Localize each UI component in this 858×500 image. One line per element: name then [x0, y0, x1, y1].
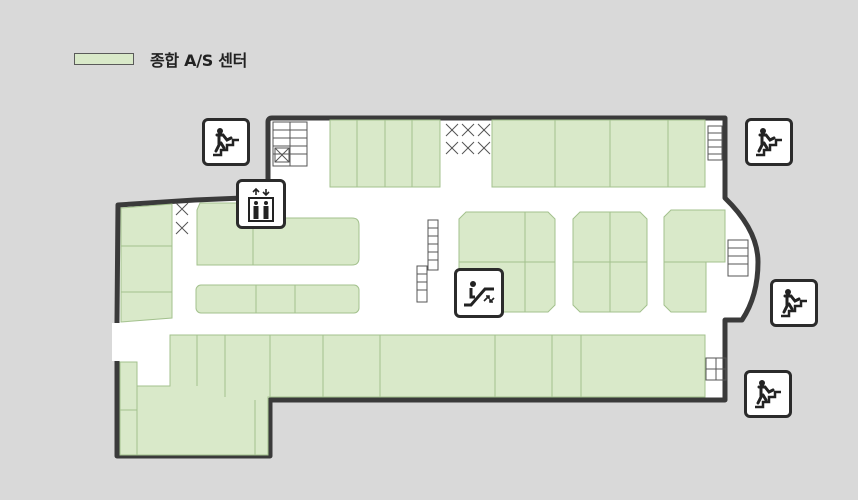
stairs-icon-1[interactable]: [202, 118, 250, 166]
escalator-icon: [464, 281, 495, 307]
stairs-icon: [755, 380, 781, 409]
legend-swatch: [74, 53, 134, 65]
escalator-icon-1[interactable]: [454, 268, 504, 318]
legend-label: 종합 A/S 센터: [150, 51, 248, 70]
stairs-icon-3[interactable]: [770, 279, 818, 327]
stairs-icon: [781, 289, 807, 318]
stairs-icon-4[interactable]: [744, 370, 792, 418]
store-block-top-right[interactable]: [491, 119, 706, 188]
left-entrance: [112, 323, 122, 361]
store-block-mid-lower[interactable]: [195, 284, 360, 314]
legend: 종합 A/S 센터: [74, 47, 247, 71]
store-block-bottom[interactable]: [119, 334, 706, 456]
store-zones: [119, 119, 726, 456]
stairs-icon: [756, 128, 782, 157]
store-block-center-3[interactable]: [663, 209, 726, 313]
elevator-icon-1[interactable]: [236, 179, 286, 229]
stair-details: [175, 121, 749, 381]
store-block-left-column[interactable]: [120, 203, 173, 323]
stairs-icon: [213, 128, 239, 157]
stairs-icon-2[interactable]: [745, 118, 793, 166]
elevator-icon: [248, 187, 274, 222]
